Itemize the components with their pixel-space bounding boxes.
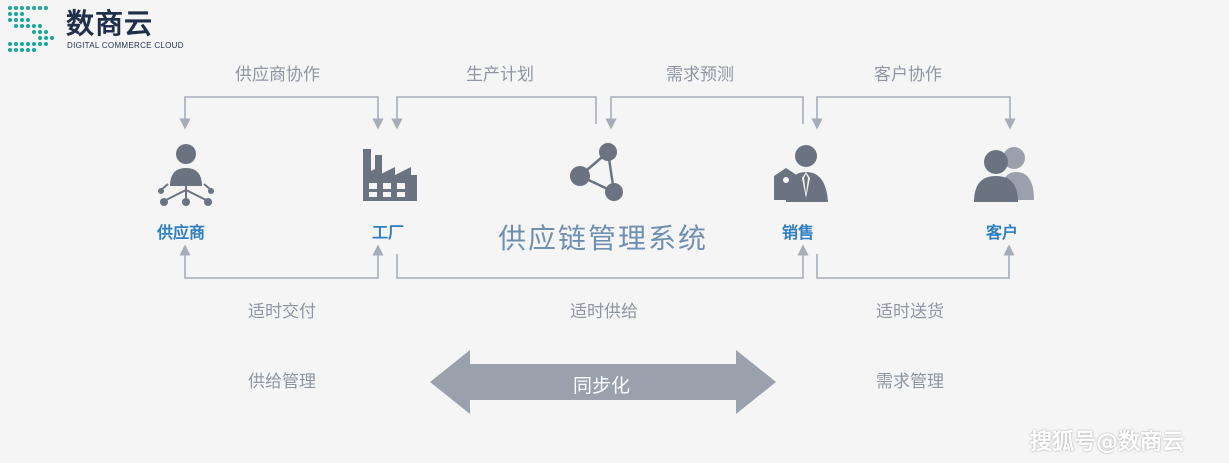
sync-double-arrow bbox=[430, 350, 776, 414]
flow-label-customer-collab: 客户协作 bbox=[874, 65, 942, 85]
share-network-icon bbox=[570, 143, 623, 201]
management-label-demand: 需求管理 bbox=[876, 372, 944, 392]
watermark: 搜狐号@数商云 bbox=[1030, 430, 1185, 455]
flow-line-supplier-collab bbox=[179, 96, 384, 130]
node-label-factory: 工厂 bbox=[372, 223, 405, 242]
supplier-network-icon bbox=[158, 144, 214, 206]
logo-mark-icon bbox=[8, 6, 54, 52]
flow-label-production-plan: 生产计划 bbox=[466, 65, 534, 85]
brand-name: 数商云 bbox=[66, 7, 154, 40]
flow-label-timely-shipping: 适时送货 bbox=[876, 302, 944, 322]
flow-line-production-plan bbox=[391, 96, 597, 130]
factory-icon bbox=[363, 149, 417, 201]
center-title: 供应链管理系统 bbox=[498, 222, 709, 255]
flow-line-demand-forecast bbox=[605, 96, 804, 130]
node-label-sales: 销售 bbox=[782, 223, 815, 242]
flow-label-demand-forecast: 需求预测 bbox=[666, 65, 734, 85]
flow-line-timely-supply bbox=[396, 244, 809, 279]
customer-group-icon bbox=[974, 147, 1034, 202]
management-label-supply: 供给管理 bbox=[248, 372, 316, 392]
flow-label-timely-supply: 适时供给 bbox=[570, 302, 638, 322]
brand-subtitle: DIGITAL COMMERCE CLOUD bbox=[67, 41, 184, 50]
node-label-supplier: 供应商 bbox=[157, 223, 206, 242]
flow-label-timely-delivery: 适时交付 bbox=[248, 302, 316, 322]
flow-label-supplier-collab: 供应商协作 bbox=[235, 65, 320, 85]
flow-line-timely-shipping bbox=[816, 244, 1015, 279]
sync-arrow-label: 同步化 bbox=[573, 375, 631, 397]
flow-line-timely-delivery bbox=[179, 244, 384, 279]
flow-line-customer-collab bbox=[811, 96, 1016, 130]
node-label-customer: 客户 bbox=[986, 223, 1019, 242]
salesperson-icon bbox=[774, 145, 828, 202]
